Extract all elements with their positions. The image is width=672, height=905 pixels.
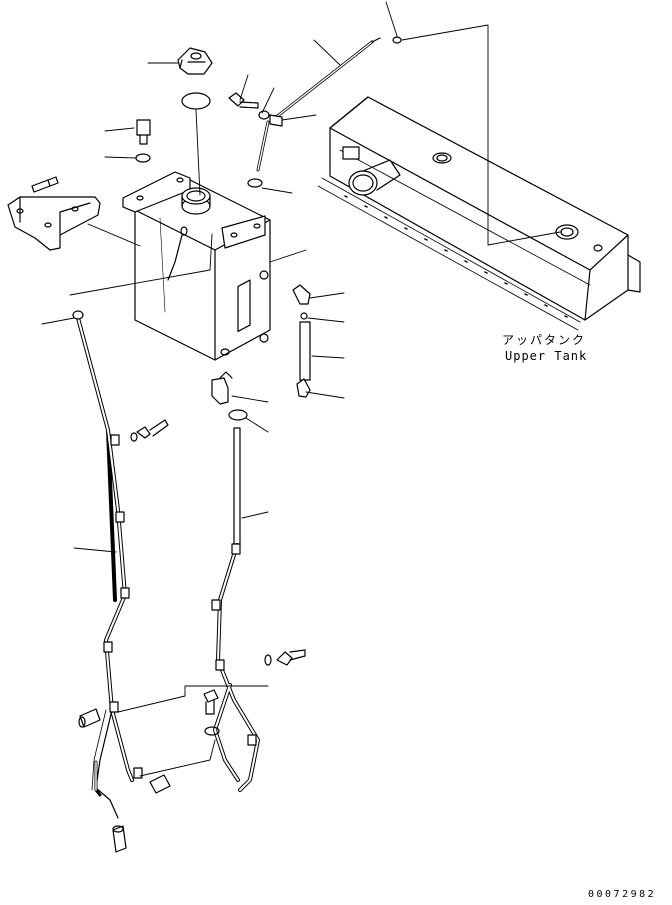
leader-lines bbox=[42, 2, 560, 776]
level-pipe bbox=[300, 322, 310, 380]
washer-lower-center bbox=[205, 727, 219, 735]
mounting-bracket bbox=[8, 197, 100, 250]
hose-clamp-upper bbox=[248, 179, 262, 187]
upper-tank bbox=[318, 97, 640, 330]
overflow-hose-upper bbox=[258, 38, 380, 170]
hose-clip-right bbox=[212, 544, 256, 745]
bracket-bolt bbox=[32, 177, 58, 192]
hose-clamp-mid bbox=[229, 410, 247, 420]
elbow-fitting-upper bbox=[293, 285, 310, 304]
inlet-pipe bbox=[349, 160, 400, 195]
tank-top-clip bbox=[393, 37, 401, 43]
bolt-lower-center bbox=[204, 690, 218, 714]
spacer-bottom bbox=[113, 826, 126, 852]
bolt-mid-left bbox=[131, 420, 168, 441]
bolt-tank bbox=[137, 120, 150, 144]
filler-cap bbox=[178, 48, 212, 74]
hose-clip bbox=[104, 435, 142, 778]
sub-tank bbox=[123, 172, 270, 360]
bolt-upper bbox=[229, 93, 258, 108]
washer-upper bbox=[259, 111, 269, 119]
hose-left bbox=[78, 318, 132, 818]
elbow-fitting-lower bbox=[297, 379, 310, 397]
spacer-left bbox=[79, 709, 100, 727]
connector-fitting bbox=[212, 372, 232, 404]
upper-tank-label-en: Upper Tank bbox=[505, 349, 588, 363]
upper-tank-label-jp: アッパタンク bbox=[502, 333, 587, 347]
drawing-number: 00072982 bbox=[588, 889, 657, 900]
hose-end-cap bbox=[73, 311, 83, 319]
spacer-right bbox=[150, 775, 170, 793]
washer-tank bbox=[136, 154, 150, 162]
bolt-lower-right bbox=[265, 650, 305, 665]
o-ring bbox=[301, 313, 307, 319]
cap-gasket bbox=[182, 93, 210, 109]
